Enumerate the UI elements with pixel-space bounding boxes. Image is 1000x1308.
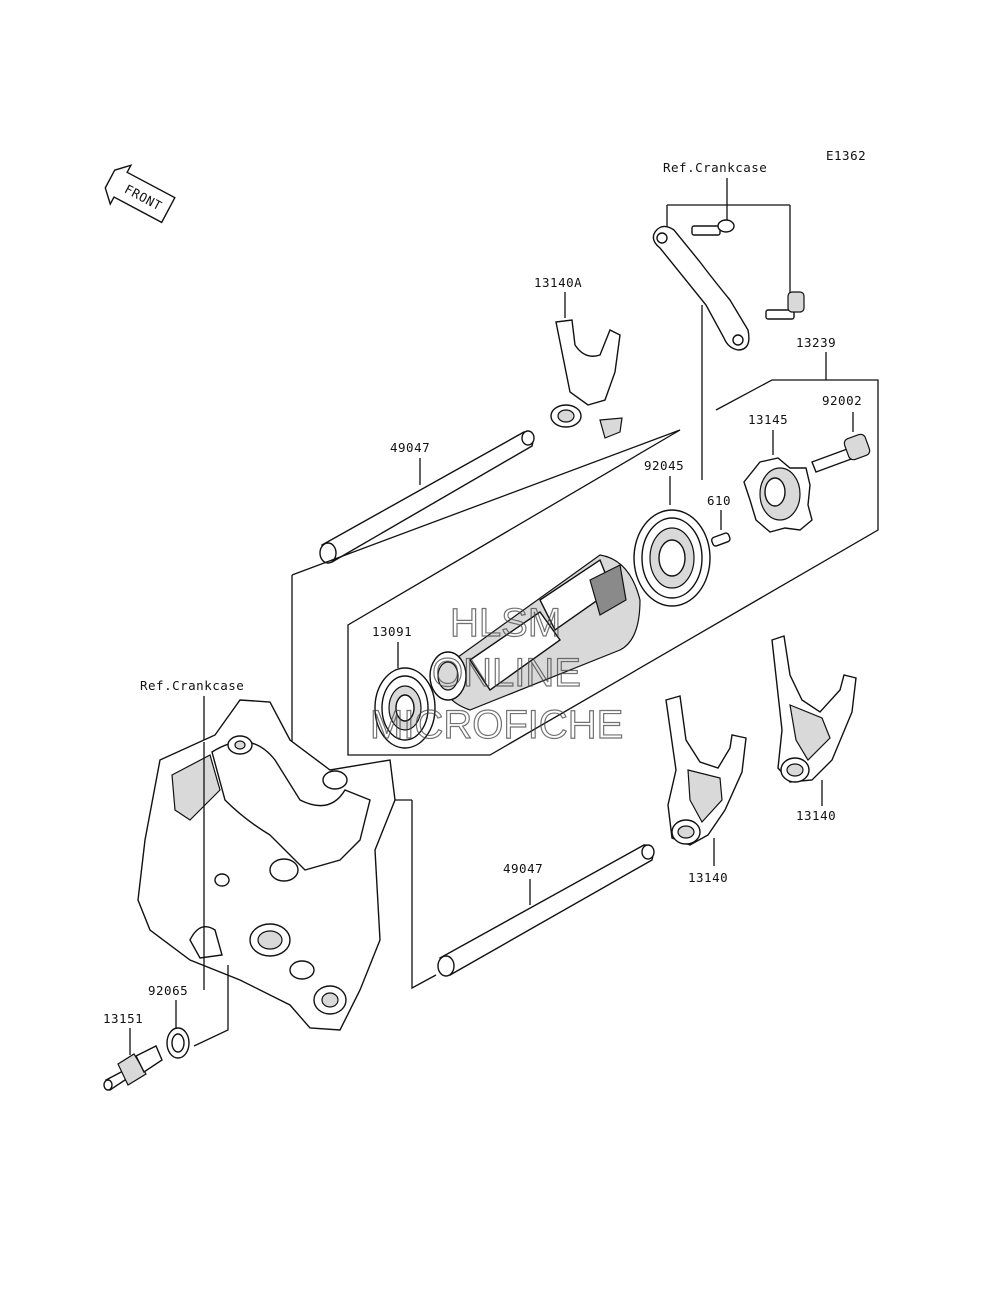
neutral-switch-13151: [103, 1045, 163, 1092]
shift-rod-bottom: [437, 844, 655, 977]
bracket-bolt-lower: [765, 291, 805, 320]
part-label-13140-mid: 13140: [688, 870, 728, 885]
part-label-92065: 92065: [148, 983, 188, 998]
part-label-13145: 13145: [748, 412, 788, 427]
assembly-box-13239: [291, 352, 879, 756]
ref-crankcase-label-left: Ref.Crankcase: [140, 678, 244, 693]
watermark-line-1: HLSM: [450, 601, 561, 645]
pin-610: [710, 532, 731, 547]
bracket-plate: [652, 225, 750, 351]
shift-rod-top: [319, 430, 535, 564]
shift-drum-star-13145: [743, 457, 813, 533]
bearing-92045: [633, 509, 711, 607]
part-label-13091: 13091: [372, 624, 412, 639]
part-label-49047-bottom: 49047: [503, 861, 543, 876]
bearing-13091: [374, 667, 436, 749]
shift-fork-13140-right: [771, 635, 857, 783]
part-label-49047-top: 49047: [390, 440, 430, 455]
part-label-13151: 13151: [103, 1011, 143, 1026]
front-arrow-icon: FRONT: [104, 164, 176, 224]
watermark-line-3: MICROFICHE: [370, 703, 623, 747]
shift-drum: [429, 554, 641, 711]
bracket-bolt-upper: [691, 219, 735, 236]
shift-fork-13140A: [550, 319, 623, 439]
part-label-13239: 13239: [796, 335, 836, 350]
part-label-610: 610: [707, 493, 731, 508]
watermark-line-2: ONLINE: [432, 651, 581, 695]
bolt-92002: [811, 433, 871, 473]
crankcase-housing: [137, 699, 396, 1031]
part-label-92045: 92045: [644, 458, 684, 473]
diagram-code: E1362: [826, 148, 866, 163]
washer-92065: [166, 1027, 190, 1059]
part-label-92002: 92002: [822, 393, 862, 408]
shift-fork-13140-mid: [665, 695, 747, 846]
watermark: HLSM ONLINE MICROFICHE: [369, 600, 624, 747]
crankcase-bracket-lines: [666, 178, 791, 300]
part-label-13140A: 13140A: [534, 275, 582, 290]
part-label-13140-right: 13140: [796, 808, 836, 823]
ref-crankcase-label-top: Ref.Crankcase: [663, 160, 767, 175]
